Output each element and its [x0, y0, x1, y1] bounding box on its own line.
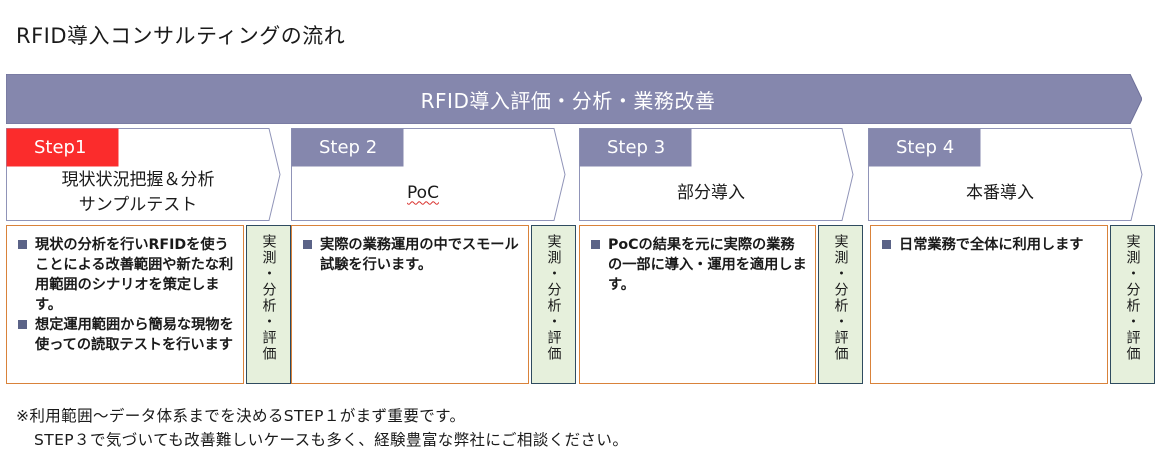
list-item: 実際の業務運用の中でスモール試験を行います。 — [302, 235, 520, 275]
footnote-line-2: STEP３で気づいても改善難しいケースも多く、経験豊富な弊社にご相談ください。 — [34, 431, 629, 449]
list-item: 日常業務で全体に利用します — [881, 235, 1099, 255]
step-2-eval-box: 実測・分析・評価 — [531, 225, 576, 384]
step-4-label: Step 4 — [896, 136, 955, 158]
step-1-chevron: Step1 現状状況把握＆分析 サンプルテスト — [6, 128, 282, 221]
chevron-shape — [6, 128, 281, 221]
step-2-label: Step 2 — [319, 136, 378, 158]
step-3-chevron: Step 3 部分導入 — [579, 128, 855, 221]
list-item: 想定運用範囲から簡易な現物を使っての読取テストを行います — [17, 315, 235, 355]
step-3-description: PoCの結果を元に実際の業務の一部に導入・運用を適用します。 — [579, 225, 816, 384]
eval-label: 実測・分析・評価 — [1124, 234, 1141, 362]
step-1-title-line-2: サンプルテスト — [78, 195, 198, 215]
step-3-label: Step 3 — [607, 136, 666, 158]
banner-arrow-shape — [6, 74, 1142, 124]
chevron-shape — [868, 128, 1143, 221]
step-1-title: 現状状況把握＆分析 サンプルテスト — [6, 166, 270, 220]
step-3-bullet-list: PoCの結果を元に実際の業務の一部に導入・運用を適用します。 — [590, 235, 807, 295]
step-3-title: 部分導入 — [579, 166, 843, 220]
step-4-eval-box: 実測・分析・評価 — [1110, 225, 1155, 384]
step-4-bullet-list: 日常業務で全体に利用します — [881, 235, 1099, 255]
step-3-title-line-1: 部分導入 — [677, 182, 745, 203]
step-2-chevron: Step 2 PoC — [291, 128, 567, 221]
step-4-title-line-1: 本番導入 — [966, 182, 1034, 203]
chevron-shape — [291, 128, 566, 221]
footnote-line-1: ※利用範囲～データ体系までを決めるSTEP１がまず重要です。 — [16, 407, 466, 425]
list-item: PoCの結果を元に実際の業務の一部に導入・運用を適用します。 — [590, 235, 807, 295]
eval-label: 実測・分析・評価 — [832, 234, 849, 362]
step-2-bullet-list: 実際の業務運用の中でスモール試験を行います。 — [302, 235, 520, 275]
step-1-description: 現状の分析を行いRFIDを使うことによる改善範囲や新たな利用範囲のシナリオを策定… — [6, 225, 244, 384]
chevron-shape — [579, 128, 854, 221]
list-item: 現状の分析を行いRFIDを使うことによる改善範囲や新たな利用範囲のシナリオを策定… — [17, 235, 235, 315]
eval-label: 実測・分析・評価 — [545, 234, 562, 362]
page-title: RFID導入コンサルティングの流れ — [16, 24, 346, 48]
step-2-title: PoC — [291, 166, 555, 220]
step-4-title: 本番導入 — [868, 166, 1132, 220]
footnote: ※利用範囲～データ体系までを決めるSTEP１がまず重要です。 STEP３で気づい… — [16, 404, 628, 452]
step-2-description: 実際の業務運用の中でスモール試験を行います。 — [291, 225, 529, 384]
step-1-eval-box: 実測・分析・評価 — [246, 225, 291, 384]
process-banner: RFID導入評価・分析・業務改善 — [6, 74, 1142, 124]
step-4-chevron: Step 4 本番導入 — [868, 128, 1144, 221]
step-3-eval-box: 実測・分析・評価 — [818, 225, 863, 384]
banner-label: RFID導入評価・分析・業務改善 — [420, 88, 716, 113]
step-2-title-line-1: PoC — [407, 182, 439, 203]
step-4-description: 日常業務で全体に利用します — [870, 225, 1108, 384]
step-1-bullet-list: 現状の分析を行いRFIDを使うことによる改善範囲や新たな利用範囲のシナリオを策定… — [17, 235, 235, 355]
step-1-label: Step1 — [34, 136, 87, 158]
eval-label: 実測・分析・評価 — [260, 234, 277, 362]
step-1-title-line-1: 現状状況把握＆分析 — [61, 170, 215, 190]
